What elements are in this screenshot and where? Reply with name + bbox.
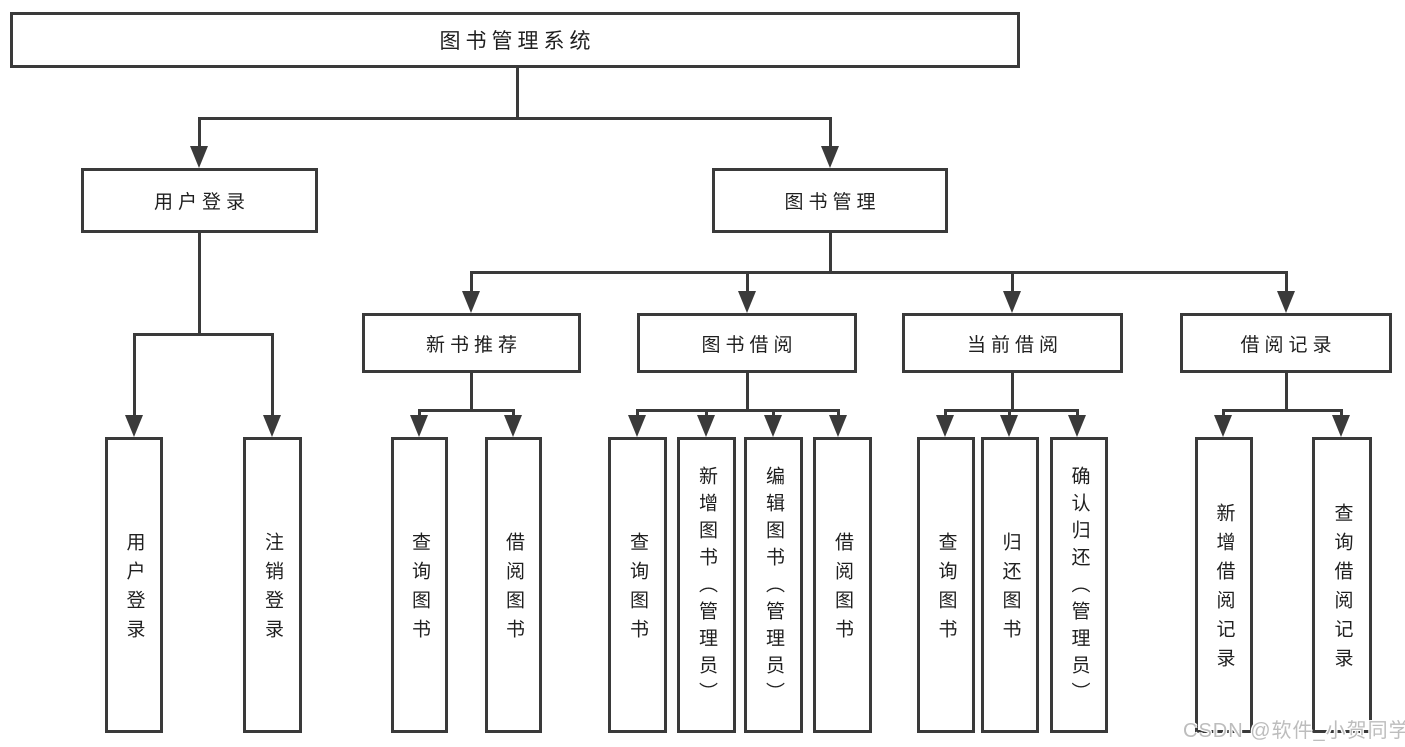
node-borrowing-records: 借阅记录 <box>1180 313 1392 373</box>
connector-to-leaf-borrow-books <box>837 409 840 419</box>
leaf-borrow-books: 借阅图书 <box>813 437 872 733</box>
arrowhead-user-login <box>190 146 208 168</box>
connector-to-leaf-logout <box>271 333 274 419</box>
connector-level3-split <box>470 271 1287 274</box>
leaf-query-books-current: 查询图书 <box>917 437 975 733</box>
connector-book-management-stem <box>829 233 832 274</box>
connector-user-login-stem <box>198 233 201 336</box>
leaf-borrow-books-recommend: 借阅图书 <box>485 437 542 733</box>
connector-recommend-split <box>418 409 515 412</box>
connector-to-leaf-user-login <box>133 333 136 419</box>
connector-root-stem <box>516 68 519 120</box>
arrowhead-leaf-confirm-return <box>1068 415 1086 437</box>
node-book-borrowing: 图书借阅 <box>637 313 857 373</box>
connector-to-leaf-query-current <box>944 409 947 419</box>
connector-to-leaf-query-record <box>1340 409 1343 419</box>
connector-to-new-book-recommend <box>470 271 473 297</box>
arrowhead-leaf-query-current <box>936 415 954 437</box>
leaf-return-books: 归还图书 <box>981 437 1039 733</box>
node-user-login: 用户登录 <box>81 168 318 233</box>
arrowhead-leaf-query-recommend <box>410 415 428 437</box>
leaf-logout: 注销登录 <box>243 437 302 733</box>
arrowhead-leaf-edit-books <box>764 415 782 437</box>
node-book-management: 图书管理 <box>712 168 948 233</box>
leaf-add-books-admin: 新增图书（管理员） <box>677 437 736 733</box>
csdn-watermark: CSDN @软件_小贺同学 <box>1183 720 1405 742</box>
leaf-query-books-recommend: 查询图书 <box>391 437 448 733</box>
arrowhead-current-borrowing <box>1003 291 1021 313</box>
arrowhead-leaf-add-record <box>1214 415 1232 437</box>
leaf-add-borrow-record: 新增借阅记录 <box>1195 437 1253 733</box>
node-current-borrowing: 当前借阅 <box>902 313 1123 373</box>
connector-to-leaf-borrow-recommend <box>512 409 515 419</box>
connector-recommend-stem <box>470 373 473 412</box>
leaf-confirm-return-admin: 确认归还（管理员） <box>1050 437 1108 733</box>
connector-to-book-borrowing <box>746 271 749 297</box>
node-library-system: 图书管理系统 <box>10 12 1020 68</box>
connector-current-stem <box>1011 373 1014 412</box>
connector-to-current-borrowing <box>1011 271 1014 297</box>
arrowhead-book-management <box>821 146 839 168</box>
arrowhead-leaf-query-borrowing <box>628 415 646 437</box>
arrowhead-leaf-return-books <box>1000 415 1018 437</box>
arrowhead-leaf-logout <box>263 415 281 437</box>
connector-to-leaf-query-recommend <box>418 409 421 419</box>
arrowhead-leaf-add-books <box>697 415 715 437</box>
arrowhead-leaf-borrow-recommend <box>504 415 522 437</box>
arrowhead-leaf-query-record <box>1332 415 1350 437</box>
connector-user-login-split <box>133 333 274 336</box>
connector-borrowing-stem <box>746 373 749 412</box>
arrowhead-borrowing-records <box>1277 291 1295 313</box>
node-new-book-recommend: 新书推荐 <box>362 313 581 373</box>
connector-to-leaf-query-borrowing <box>636 409 639 419</box>
arrowhead-new-book-recommend <box>462 291 480 313</box>
arrowhead-leaf-borrow-books <box>829 415 847 437</box>
connector-borrowing-split <box>636 409 840 412</box>
arrowhead-leaf-user-login <box>125 415 143 437</box>
connector-current-split <box>944 409 1079 412</box>
arrowhead-book-borrowing <box>738 291 756 313</box>
connector-to-leaf-return-books <box>1008 409 1011 419</box>
connector-to-leaf-edit-books <box>772 409 775 419</box>
leaf-edit-books-admin: 编辑图书（管理员） <box>744 437 803 733</box>
leaf-query-books-borrowing: 查询图书 <box>608 437 667 733</box>
leaf-user-login: 用户登录 <box>105 437 163 733</box>
connector-level2-split <box>198 117 832 120</box>
leaf-query-borrow-record: 查询借阅记录 <box>1312 437 1372 733</box>
connector-to-user-login <box>198 117 201 149</box>
connector-records-split <box>1222 409 1343 412</box>
connector-to-leaf-add-books <box>705 409 708 419</box>
connector-to-book-management <box>829 117 832 149</box>
connector-to-borrowing-records <box>1285 271 1288 297</box>
connector-records-stem <box>1285 373 1288 412</box>
connector-to-leaf-confirm-return <box>1076 409 1079 419</box>
connector-to-leaf-add-record <box>1222 409 1225 419</box>
